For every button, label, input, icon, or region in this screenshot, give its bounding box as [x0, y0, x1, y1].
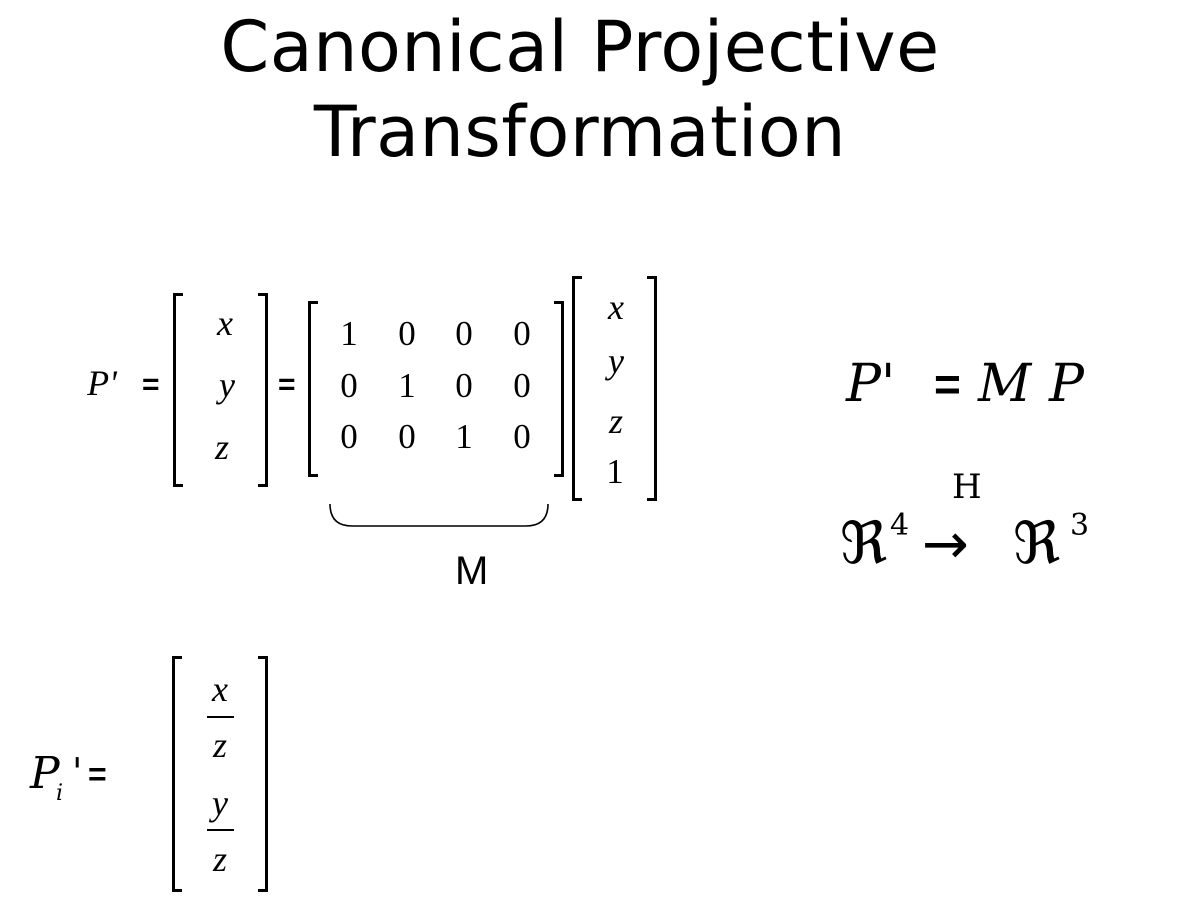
result-vector-left-bracket [173, 293, 183, 487]
result-vector-x: x [217, 303, 233, 343]
slide-title-line-2: Transformation [313, 91, 847, 173]
input-vector-right-bracket [647, 276, 657, 501]
fraction-2-denominator: z [212, 839, 227, 879]
compact-lhs-p-prime: P' [846, 354, 896, 414]
matrix-underbrace [329, 503, 549, 527]
matrix-cell: 0 [513, 314, 531, 353]
image-vector-right-bracket [258, 656, 268, 892]
real-space-3: ℜ [1013, 509, 1061, 577]
matrix-left-bracket [308, 301, 318, 477]
slide-title-line-1: Canonical Projective [220, 6, 940, 88]
equals-sign-1: = [142, 368, 160, 401]
lhs-p-prime: P' [87, 363, 117, 403]
brace-label-m: M [455, 549, 489, 593]
exponent-4: 4 [890, 508, 910, 543]
image-lhs-subscript: i [56, 781, 64, 806]
input-vector-x: x [608, 287, 624, 327]
exponent-3: 3 [1070, 508, 1090, 543]
fraction-2-bar [207, 829, 234, 831]
matrix-cell: 0 [398, 417, 416, 456]
image-equals: = [88, 756, 107, 792]
result-vector-right-bracket [258, 293, 268, 487]
arrow-label-h: H [952, 467, 982, 507]
input-vector-z: z [608, 401, 623, 441]
matrix-cell: 0 [455, 366, 473, 405]
input-vector-y: y [608, 341, 624, 381]
equals-sign-2: = [278, 368, 296, 401]
compact-p: P [1049, 354, 1084, 414]
fraction-1-denominator: z [212, 725, 227, 765]
image-lhs-prime: ' [72, 750, 83, 794]
input-vector-one: 1 [606, 452, 624, 491]
image-lhs-p: P [30, 748, 60, 799]
real-space-4: ℜ [840, 509, 888, 577]
fraction-2-numerator: y [212, 783, 228, 823]
matrix-cell: 1 [398, 366, 416, 405]
matrix-cell: 0 [455, 314, 473, 353]
matrix-cell: 1 [340, 314, 358, 353]
compact-equals: = [934, 358, 961, 410]
fraction-1-bar [207, 716, 234, 718]
matrix-cell: 0 [340, 417, 358, 456]
matrix-cell: 0 [340, 366, 358, 405]
arrow-icon: → [922, 512, 969, 577]
matrix-cell: 0 [398, 314, 416, 353]
image-vector-left-bracket [172, 656, 182, 892]
fraction-1-numerator: x [212, 669, 228, 709]
matrix-cell: 0 [513, 366, 531, 405]
matrix-cell: 1 [455, 417, 473, 456]
matrix-cell: 0 [513, 417, 531, 456]
result-vector-y: y [219, 365, 235, 405]
input-vector-left-bracket [572, 276, 582, 501]
matrix-right-bracket [554, 301, 564, 477]
result-vector-z: z [214, 427, 229, 467]
compact-m: M [978, 354, 1032, 414]
